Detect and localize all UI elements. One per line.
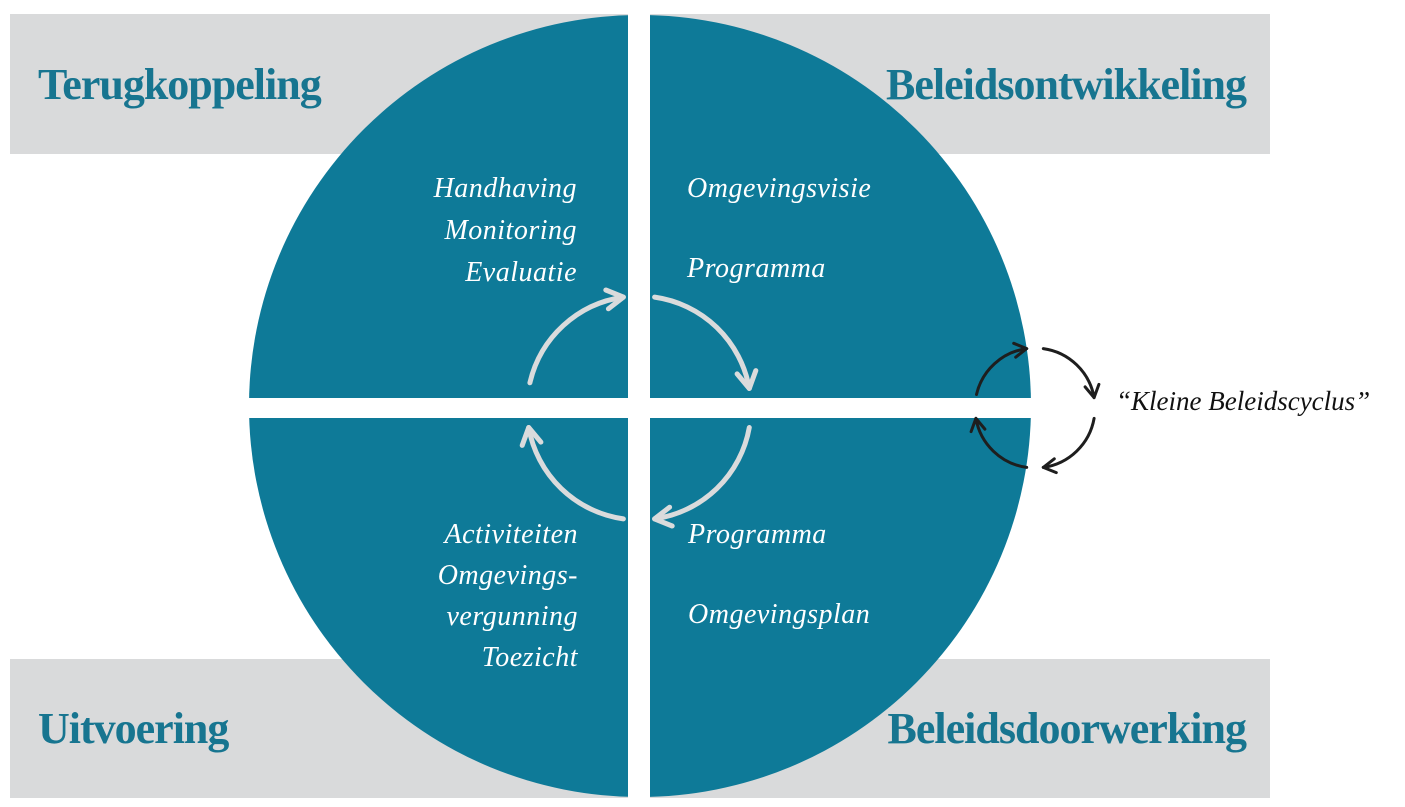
quadrant-item: Omgevings- — [437, 560, 578, 591]
big-cycle-arrowhead-bottom-icon — [652, 504, 675, 529]
quadrant-item: Programma — [688, 519, 827, 550]
small-cycle-arc-top-right — [1041, 347, 1096, 400]
big-cycle-arc-bottom-left — [526, 425, 626, 522]
small-cycle-arc-top-left — [975, 347, 1029, 396]
small-cycle-arrows-icon — [969, 341, 1101, 475]
quadrant-items-bottom-right: Programma Omgevingsplan — [688, 514, 870, 636]
panel-label-terugkoppeling: Terugkoppeling — [38, 59, 322, 109]
quadrant-item: Handhaving — [433, 173, 577, 204]
quadrant-items-top-left: Handhaving Monitoring Evaluatie — [434, 168, 577, 294]
small-cycle-arrowhead-right-icon — [1083, 382, 1101, 400]
quadrant-item: Evaluatie — [465, 257, 577, 288]
big-cycle-arc-top-left — [527, 294, 626, 386]
quadrant-item: Monitoring — [444, 215, 577, 246]
big-cycle-arrowhead-left-icon — [519, 425, 544, 448]
horizontal-gap — [0, 398, 1405, 418]
big-cycle-arc-top-right — [652, 294, 752, 391]
small-cycle-arrowhead-top-icon — [1012, 341, 1029, 359]
small-cycle-annotation: “Kleine Beleidscyclus” — [1116, 386, 1371, 416]
quadrant-item: Toezicht — [481, 642, 578, 673]
small-cycle-arc-bottom-left — [974, 416, 1029, 469]
big-cycle-arrowhead-top-icon — [603, 287, 626, 312]
small-cycle-arrowhead-bottom-icon — [1041, 457, 1058, 475]
quadrant-item: Programma — [687, 253, 826, 284]
panel-label-beleidsdoorwerking: Beleidsdoorwerking — [887, 704, 1247, 753]
quadrant-items-top-right: Omgevingsvisie Programma — [687, 168, 871, 290]
quadrant-item: vergunning — [446, 601, 578, 632]
quadrant-item: Omgevingsplan — [688, 599, 871, 630]
quadrant-item: Activiteiten — [444, 519, 578, 550]
panel-label-uitvoering: Uitvoering — [38, 704, 229, 753]
small-cycle-arrowhead-left-icon — [969, 416, 987, 434]
big-cycle-arrows-icon — [519, 287, 759, 529]
big-cycle-arc-bottom-right — [652, 425, 752, 522]
quadrant-items-bottom-left: Activiteiten Omgevings- vergunning Toezi… — [438, 514, 578, 678]
quadrant-item: Omgevingsvisie — [687, 173, 872, 204]
big-cycle-arrowhead-right-icon — [734, 368, 759, 391]
small-cycle-arc-bottom-right — [1041, 416, 1096, 469]
panel-label-beleidsontwikkeling: Beleidsontwikkeling — [886, 59, 1247, 109]
